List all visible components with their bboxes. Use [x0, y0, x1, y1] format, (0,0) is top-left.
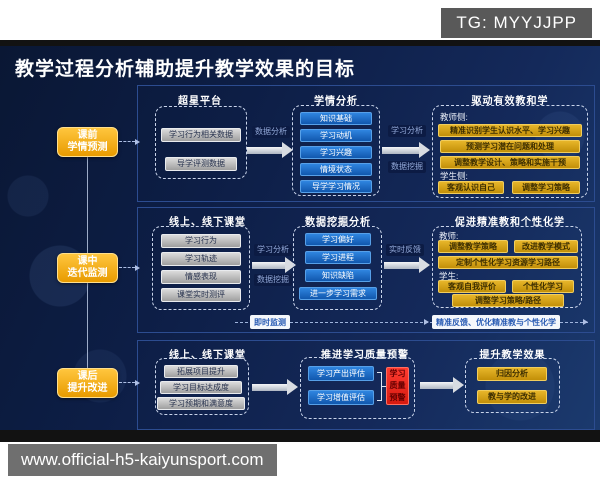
flow-arrow: [247, 142, 293, 158]
row2-right-group: [432, 226, 582, 308]
section-title: 数据挖掘分析: [305, 217, 371, 228]
student-side-label: 学生侧:: [440, 171, 468, 181]
dashed-arrow: [119, 138, 140, 145]
feedback-dashed-line: [235, 322, 588, 323]
data-box: 进一步学习需求: [299, 287, 377, 300]
section-title: 推进学习质量预警: [321, 350, 409, 361]
arrow-label: 实时反馈: [386, 244, 424, 256]
outcome-box: 个性化学习: [512, 280, 574, 293]
row2-left-group: [152, 226, 250, 310]
data-box: 课堂实时测评: [161, 288, 241, 302]
section-title: 学情分析: [314, 96, 358, 107]
section-title: 促进精准教和个性化学: [455, 217, 565, 228]
phase-badge-in-class: 课中 迭代监测: [57, 253, 118, 283]
row1-right-group: [432, 105, 588, 198]
flow-arrow: [252, 379, 298, 395]
data-box: 学习行为相关数据: [161, 128, 241, 142]
alert-box: 学习质量预警: [386, 367, 409, 405]
section-title: 提升教学效果: [479, 350, 546, 361]
data-box: 学习目标达成度: [160, 381, 242, 394]
outcome-box: 归因分析: [477, 367, 547, 381]
arrow-label: 数据挖掘: [388, 161, 426, 173]
section-title: 线上、线下课堂: [169, 217, 246, 228]
outcome-box: 改进教学模式: [514, 240, 578, 253]
dashed-arrow-tip: [424, 319, 429, 325]
flow-arrow: [384, 257, 430, 273]
outcome-box: 调整学习策略: [512, 181, 580, 194]
data-box: 拓展项目提升: [164, 365, 238, 378]
row1-mid-group: [292, 105, 380, 196]
data-box: 学习偏好: [305, 233, 371, 246]
outcome-box: 教与学的改进: [477, 390, 547, 404]
row3-right-group: [465, 358, 560, 413]
arrow-label: 数据分析: [252, 126, 290, 138]
data-box: 学习预期和满意度: [157, 397, 245, 410]
dashed-arrow: [119, 379, 140, 386]
data-box: 知识缺陷: [305, 269, 371, 282]
slide-title: 教学过程分析辅助提升教学效果的目标: [15, 59, 356, 80]
telegram-contact-badge: TG: MYYJJPP: [441, 8, 592, 38]
data-box: 情境状态: [300, 163, 372, 176]
slide-bottom-border: [0, 430, 600, 442]
bracket-connector: [377, 372, 382, 401]
phase-label: 课后: [77, 370, 98, 382]
section-title: 驱动有效教和学: [471, 96, 549, 107]
teacher-side-label: 教师侧:: [440, 112, 468, 122]
phase-label: 课前: [77, 129, 98, 141]
row3-mid-group: [300, 357, 415, 419]
row2-mid-group: [293, 226, 382, 310]
outcome-box: 精准识别学生认识水平、学习兴趣: [438, 124, 582, 137]
arrow-label: 数据挖掘: [254, 274, 292, 286]
arrow-label: 学习分析: [388, 125, 426, 137]
data-box: 学习增值评估: [308, 390, 374, 405]
footer-badge: 即时监测: [250, 315, 290, 329]
phase-label: 学情预测: [67, 142, 108, 153]
row3-left-group: [155, 358, 249, 415]
footer-badge: 精准反馈、优化精准教与个性化学: [432, 315, 560, 329]
section-title: 超星平台: [178, 96, 222, 107]
flow-arrow: [382, 142, 430, 158]
outcome-box: 定制个性化学习资源学习路径: [438, 256, 578, 269]
data-box: 学习兴趣: [300, 146, 372, 159]
data-box: 知识基础: [300, 112, 372, 125]
dashed-arrow: [119, 264, 140, 271]
section-title: 线上、线下课堂: [169, 350, 246, 361]
phase-label: 课中: [77, 255, 98, 267]
site-url-badge: www.official-h5-kaiyunsport.com: [8, 444, 277, 476]
outcome-box: 客观自我评价: [438, 280, 506, 293]
phase-badge-after-class: 课后 提升改进: [57, 368, 118, 398]
phase-badge-before-class: 课前 学情预测: [57, 127, 118, 157]
flow-arrow: [420, 377, 464, 393]
data-box: 学习行为: [161, 234, 241, 248]
arrow-label: 学习分析: [254, 244, 292, 256]
phase-label: 提升改进: [67, 383, 108, 394]
outcome-box: 调整学习策略/路径: [452, 294, 564, 307]
data-box: 导学评测数据: [165, 157, 237, 171]
outcome-box: 调整教学设计、策略和实施干预: [440, 156, 580, 169]
data-box: 学习进程: [305, 251, 371, 264]
data-box: 情感表现: [161, 270, 241, 284]
data-box: 导学学习情况: [300, 180, 372, 193]
bracket-stub: [382, 386, 386, 387]
phase-label: 迭代监测: [67, 268, 108, 279]
dashed-arrow-tip: [583, 319, 588, 325]
outcome-box: 预测学习潜在问题和处理: [440, 140, 580, 153]
teacher-side-label: 教师:: [439, 231, 459, 241]
data-box: 学习轨迹: [161, 252, 241, 266]
row1-left-group: [155, 106, 247, 179]
outcome-box: 客观认识自己: [438, 181, 504, 194]
data-box: 学习产出评估: [308, 366, 374, 381]
slide-top-border: [0, 40, 600, 46]
student-side-label: 学生:: [439, 271, 459, 281]
outcome-box: 调整教学策略: [438, 240, 508, 253]
data-box: 学习动机: [300, 129, 372, 142]
flow-arrow: [252, 257, 296, 273]
